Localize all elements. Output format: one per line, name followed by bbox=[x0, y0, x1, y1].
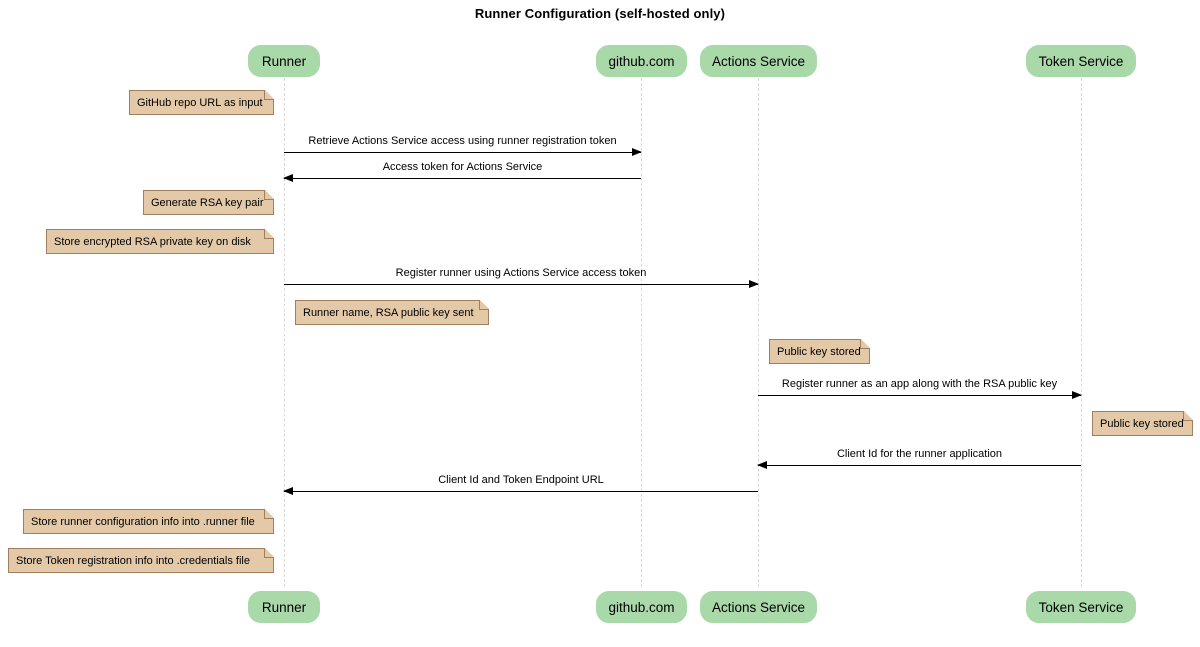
arrowhead-right-icon bbox=[1072, 391, 1082, 399]
note-public-key-stored-actions: Public key stored bbox=[769, 339, 870, 364]
participant-token-bottom[interactable]: Token Service bbox=[1026, 591, 1136, 623]
note-label: Store Token registration info into .cred… bbox=[16, 554, 250, 567]
note-runner-name-public-key: Runner name, RSA public key sent bbox=[295, 300, 489, 325]
note-generate-rsa-key-pair: Generate RSA key pair bbox=[143, 190, 274, 215]
lifeline-runner bbox=[284, 78, 285, 587]
note-store-encrypted-private-key: Store encrypted RSA private key on disk bbox=[46, 229, 274, 254]
message-register-runner-as-app bbox=[758, 391, 1082, 399]
message-label-register-runner-as-app: Register runner as an app along with the… bbox=[781, 378, 1058, 390]
participant-actions-top[interactable]: Actions Service bbox=[700, 45, 817, 77]
message-label-client-id-for-runner-app: Client Id for the runner application bbox=[836, 448, 1003, 460]
note-label: Public key stored bbox=[777, 345, 861, 358]
note-github-repo-url: GitHub repo URL as input bbox=[129, 90, 274, 115]
arrowhead-right-icon bbox=[749, 280, 759, 288]
note-label: GitHub repo URL as input bbox=[137, 96, 263, 109]
participant-github-top[interactable]: github.com bbox=[596, 45, 687, 77]
participant-runner-bottom[interactable]: Runner bbox=[248, 591, 320, 623]
note-label: Generate RSA key pair bbox=[151, 196, 264, 209]
lifeline-token bbox=[1081, 78, 1082, 587]
diagram-title: Runner Configuration (self-hosted only) bbox=[474, 6, 726, 21]
note-public-key-stored-token: Public key stored bbox=[1092, 411, 1193, 436]
note-store-runner-config: Store runner configuration info into .ru… bbox=[23, 509, 274, 534]
participant-token-top[interactable]: Token Service bbox=[1026, 45, 1136, 77]
arrowhead-right-icon bbox=[632, 148, 642, 156]
note-label: Store runner configuration info into .ru… bbox=[31, 515, 255, 528]
message-client-id-and-token-endpoint bbox=[283, 487, 758, 495]
lifeline-github bbox=[641, 78, 642, 587]
message-access-token bbox=[283, 174, 641, 182]
message-register-runner bbox=[284, 280, 759, 288]
message-label-access-token: Access token for Actions Service bbox=[382, 161, 543, 173]
message-client-id-for-runner-app bbox=[757, 461, 1081, 469]
message-label-register-runner: Register runner using Actions Service ac… bbox=[395, 267, 647, 279]
message-label-client-id-and-token-endpoint: Client Id and Token Endpoint URL bbox=[438, 474, 604, 486]
message-retrieve-actions-access bbox=[284, 148, 642, 156]
note-label: Runner name, RSA public key sent bbox=[303, 306, 474, 319]
note-store-token-registration: Store Token registration info into .cred… bbox=[8, 548, 274, 573]
lifeline-actions bbox=[758, 78, 759, 587]
participant-github-bottom[interactable]: github.com bbox=[596, 591, 687, 623]
note-label: Public key stored bbox=[1100, 417, 1184, 430]
participant-actions-bottom[interactable]: Actions Service bbox=[700, 591, 817, 623]
participant-runner-top[interactable]: Runner bbox=[248, 45, 320, 77]
note-label: Store encrypted RSA private key on disk bbox=[54, 235, 251, 248]
message-label-retrieve-actions-access: Retrieve Actions Service access using ru… bbox=[308, 135, 617, 147]
arrowhead-left-icon bbox=[757, 461, 767, 469]
arrowhead-left-icon bbox=[283, 174, 293, 182]
arrowhead-left-icon bbox=[283, 487, 293, 495]
